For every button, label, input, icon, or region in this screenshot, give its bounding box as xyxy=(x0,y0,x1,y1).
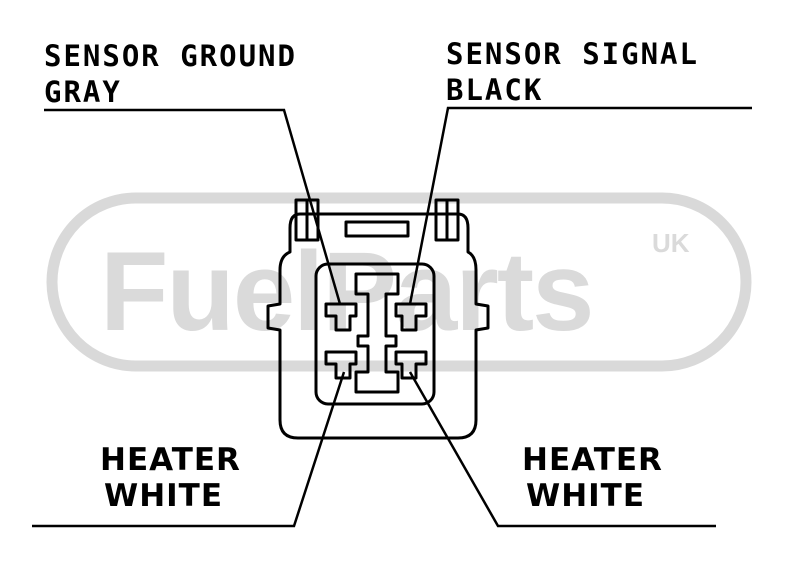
label-heater-right: HEATER WHITE xyxy=(522,442,663,514)
leader-sensor-ground xyxy=(44,108,342,305)
pin-heater-right xyxy=(394,350,428,380)
watermark-brand: FuelParts xyxy=(100,229,592,354)
leader-heater-right xyxy=(408,371,716,528)
label-sensor-ground: SENSOR GROUND GRAY xyxy=(44,39,297,109)
watermark-pill xyxy=(46,192,752,372)
label-sensor-signal: SENSOR SIGNAL BLACK xyxy=(446,37,699,107)
leader-lines xyxy=(32,106,752,528)
leader-heater-left xyxy=(32,371,346,528)
key-slot xyxy=(344,220,410,238)
pin-sensor-ground xyxy=(324,302,358,332)
center-divider xyxy=(354,272,400,394)
label-heater-right-line1: HEATER xyxy=(522,442,663,478)
pin-heater-left xyxy=(324,350,358,380)
label-heater-left: HEATER WHITE xyxy=(100,442,241,514)
watermark-region: UK xyxy=(652,228,690,258)
inner-cavity xyxy=(314,262,436,406)
label-sensor-signal-line2: BLACK xyxy=(446,73,543,107)
label-sensor-ground-line1: SENSOR GROUND xyxy=(44,39,297,73)
label-sensor-ground-line2: GRAY xyxy=(44,75,122,109)
label-heater-left-line2: WHITE xyxy=(104,478,223,514)
watermark: FuelParts UK xyxy=(46,192,752,372)
label-heater-right-line2: WHITE xyxy=(526,478,645,514)
label-sensor-signal-line1: SENSOR SIGNAL xyxy=(446,37,699,71)
pin-sensor-signal xyxy=(394,302,428,332)
housing-outer xyxy=(266,212,490,440)
leader-sensor-signal xyxy=(408,106,752,305)
label-heater-left-line1: HEATER xyxy=(100,442,241,478)
connector-housing xyxy=(266,198,490,440)
